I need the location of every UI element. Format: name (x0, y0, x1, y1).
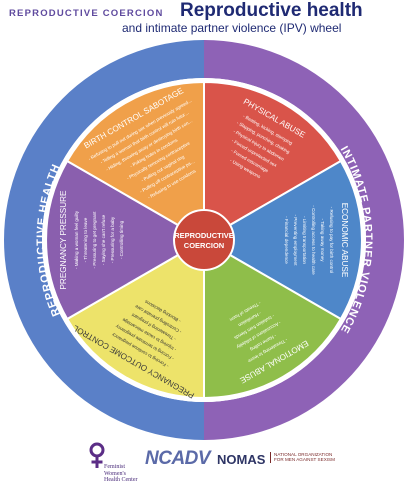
nomas-sub-line2: FOR MEN AGAINST SEXISM (274, 457, 335, 463)
segment-item: - Pressuring for a baby (110, 216, 115, 263)
center-label-line2: COERCION (184, 241, 224, 250)
fwhc-logo: Feminist Women's Health Center (82, 442, 142, 488)
outer-ring-right (204, 40, 404, 440)
segment-pregnancy-pressure (45, 159, 206, 321)
fwhc-line3: Health Center (104, 477, 138, 483)
segment-text-group: ECONOMIC ABUSE - Refusing to pay for birt… (284, 203, 349, 278)
segment-birth-control-sabotage (65, 80, 205, 242)
venus-symbol-icon (89, 442, 105, 468)
logo-bar: Feminist Women's Health Center NCADV NOM… (0, 440, 409, 492)
segment-physical-abuse (203, 80, 343, 242)
segment-item: - Saying she can't refuse (101, 214, 106, 265)
center-label-line1: REPRODUCTIVE (174, 231, 234, 240)
segment-item: - Limiting transportation (302, 216, 307, 264)
segment-item: - Threatening to leave (83, 217, 88, 262)
segment-item: - Pressuring to get pregnant (92, 211, 97, 269)
header-tag: REPRODUCTIVE COERCION (9, 8, 164, 19)
segment-item: - Financial dependence (284, 216, 289, 264)
page-title: Reproductive health (180, 0, 363, 21)
segment-title: PREGNANCY PRESSURE (59, 190, 68, 290)
nomas-sub-line1: NATIONAL ORGANIZATION (274, 452, 333, 457)
segment-item: - Controlling access to health care (311, 205, 316, 275)
outer-ring-left (4, 40, 204, 440)
fwhc-line2: Women's (104, 470, 126, 477)
segment-emotional-abuse (203, 238, 343, 400)
segment-economic-abuse (202, 159, 363, 321)
nomas-logo: NOMAS (217, 452, 266, 467)
segment-item: - Making a woman feel guilty (74, 210, 79, 269)
segment-title: ECONOMIC ABUSE (340, 203, 349, 278)
segment-text-group: PREGNANCY PRESSURE - Making a woman feel … (59, 190, 124, 290)
nomas-subtitle: NATIONAL ORGANIZATION FOR MEN AGAINST SE… (270, 452, 344, 463)
center-circle (173, 209, 235, 271)
segment-pregnancy-outcome-control (65, 238, 205, 400)
segment-item: - Refusing to pay for birth control (329, 207, 334, 274)
segments-group: PHYSICAL ABUSE- Beating, kicking, stompi… (45, 80, 363, 400)
page-subtitle: and intimate partner violence (IPV) whee… (122, 21, 342, 35)
ncadv-logo: NCADV (145, 448, 211, 469)
fwhc-text: Feminist Women's Health Center (104, 464, 138, 484)
segment-item: - Preventing employment (293, 214, 298, 266)
fwhc-line1: Feminist (104, 464, 126, 470)
segment-item: - Controlling timing (119, 220, 124, 259)
segment-item: - Taking away money (320, 218, 325, 262)
